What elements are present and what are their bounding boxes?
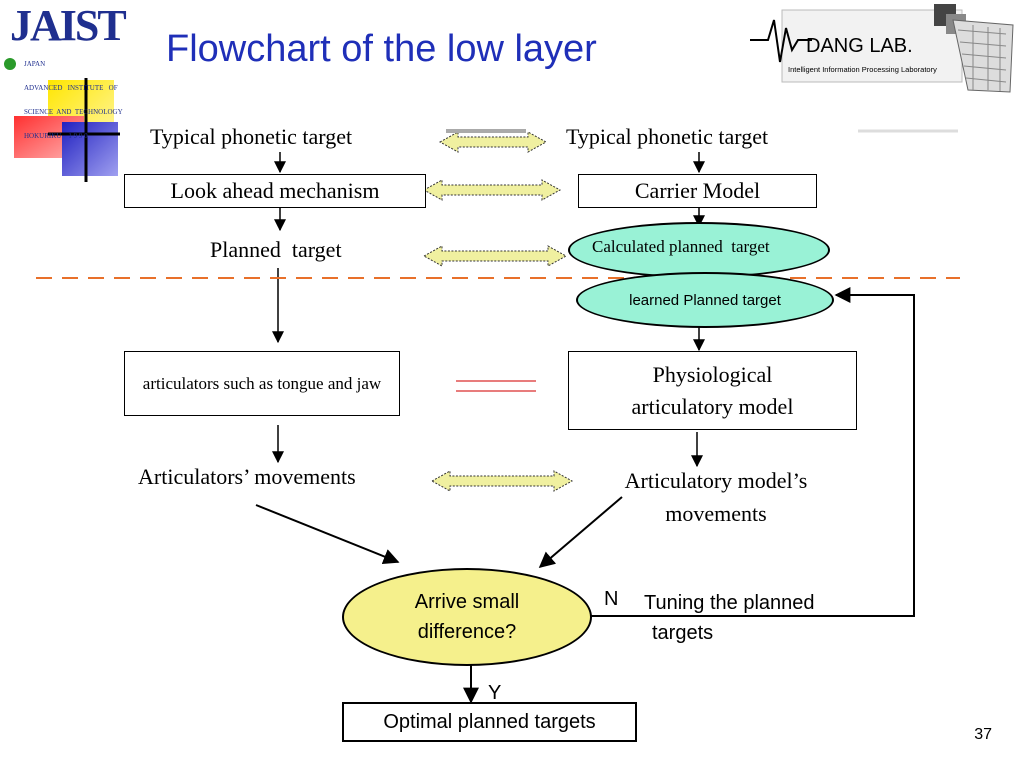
calculated-planned-target-ellipse — [568, 222, 830, 278]
decorative-squares — [14, 78, 120, 182]
compare-arrow-movements — [430, 470, 574, 492]
look-ahead-mechanism-label: Look ahead mechanism — [170, 178, 380, 203]
dang-lab-title: DANG LAB. — [806, 35, 913, 57]
calculated-planned-target-label: Calculated planned target — [592, 237, 770, 256]
compare-arrow-planned — [422, 245, 568, 267]
decision-ellipse: Arrive small difference? — [342, 568, 592, 666]
compare-arrow-lookahead — [422, 179, 562, 201]
jaist-logo: JAIST — [10, 1, 127, 50]
carrier-model-label: Carrier Model — [634, 178, 761, 203]
left-typical-phonetic-target: Typical phonetic target — [150, 124, 353, 149]
arrow-right-movements-to-decision — [538, 496, 623, 569]
tuning-planned-targets-label: Tuning the planned targets — [644, 588, 815, 648]
page-title: Flowchart of the low layer — [166, 28, 597, 70]
tuning-line1: Tuning the planned — [644, 592, 815, 614]
jaist-logo-dot — [4, 58, 16, 70]
physiological-model-box: Physiological articulatory model — [568, 351, 857, 430]
physiological-label-line2: articulatory model — [631, 393, 794, 419]
dang-lab-subtitle: Intelligent Information Processing Labor… — [788, 65, 937, 74]
planned-target-label: Planned target — [210, 237, 342, 262]
jaist-logo-subtitle: JAPAN ADVANCED INSTITUTE OF SCIENCE AND … — [24, 60, 123, 140]
right-typical-phonetic-target: Typical phonetic target — [566, 124, 769, 149]
no-label: N — [604, 588, 619, 610]
articulators-movements-label: Articulators’ movements — [138, 464, 356, 489]
yes-label: Y — [488, 682, 502, 704]
articulators-label: articulators such as tongue and jaw — [142, 373, 382, 393]
optimal-planned-targets-label: Optimal planned targets — [383, 710, 596, 733]
page-number: 37 — [974, 726, 992, 743]
carrier-model-box: Carrier Model — [578, 174, 817, 208]
decision-line2: difference? — [417, 621, 517, 643]
look-ahead-mechanism-box: Look ahead mechanism — [124, 174, 426, 208]
tuning-line2: targets — [652, 622, 714, 644]
articulatory-model-movements-line1: Articulatory model’s — [624, 468, 808, 493]
decision-line1: Arrive small — [414, 591, 520, 613]
feedback-loop-line — [590, 287, 915, 617]
arrow-left-movements-to-decision — [255, 504, 400, 565]
learned-planned-target-ellipse: learned Planned target — [576, 272, 834, 328]
compare-arrow-target — [438, 131, 548, 153]
physiological-label-line1: Physiological — [652, 361, 773, 387]
dang-lab-logo: DANG LAB. Intelligent Information Proces… — [748, 0, 1020, 98]
articulatory-model-movements-label: Articulatory model’s movements — [596, 464, 836, 530]
articulatory-model-movements-line2: movements — [665, 501, 767, 526]
optimal-planned-targets-box: Optimal planned targets — [342, 702, 637, 742]
articulators-box: articulators such as tongue and jaw — [124, 351, 400, 416]
learned-planned-target-label: learned Planned target — [629, 291, 781, 309]
